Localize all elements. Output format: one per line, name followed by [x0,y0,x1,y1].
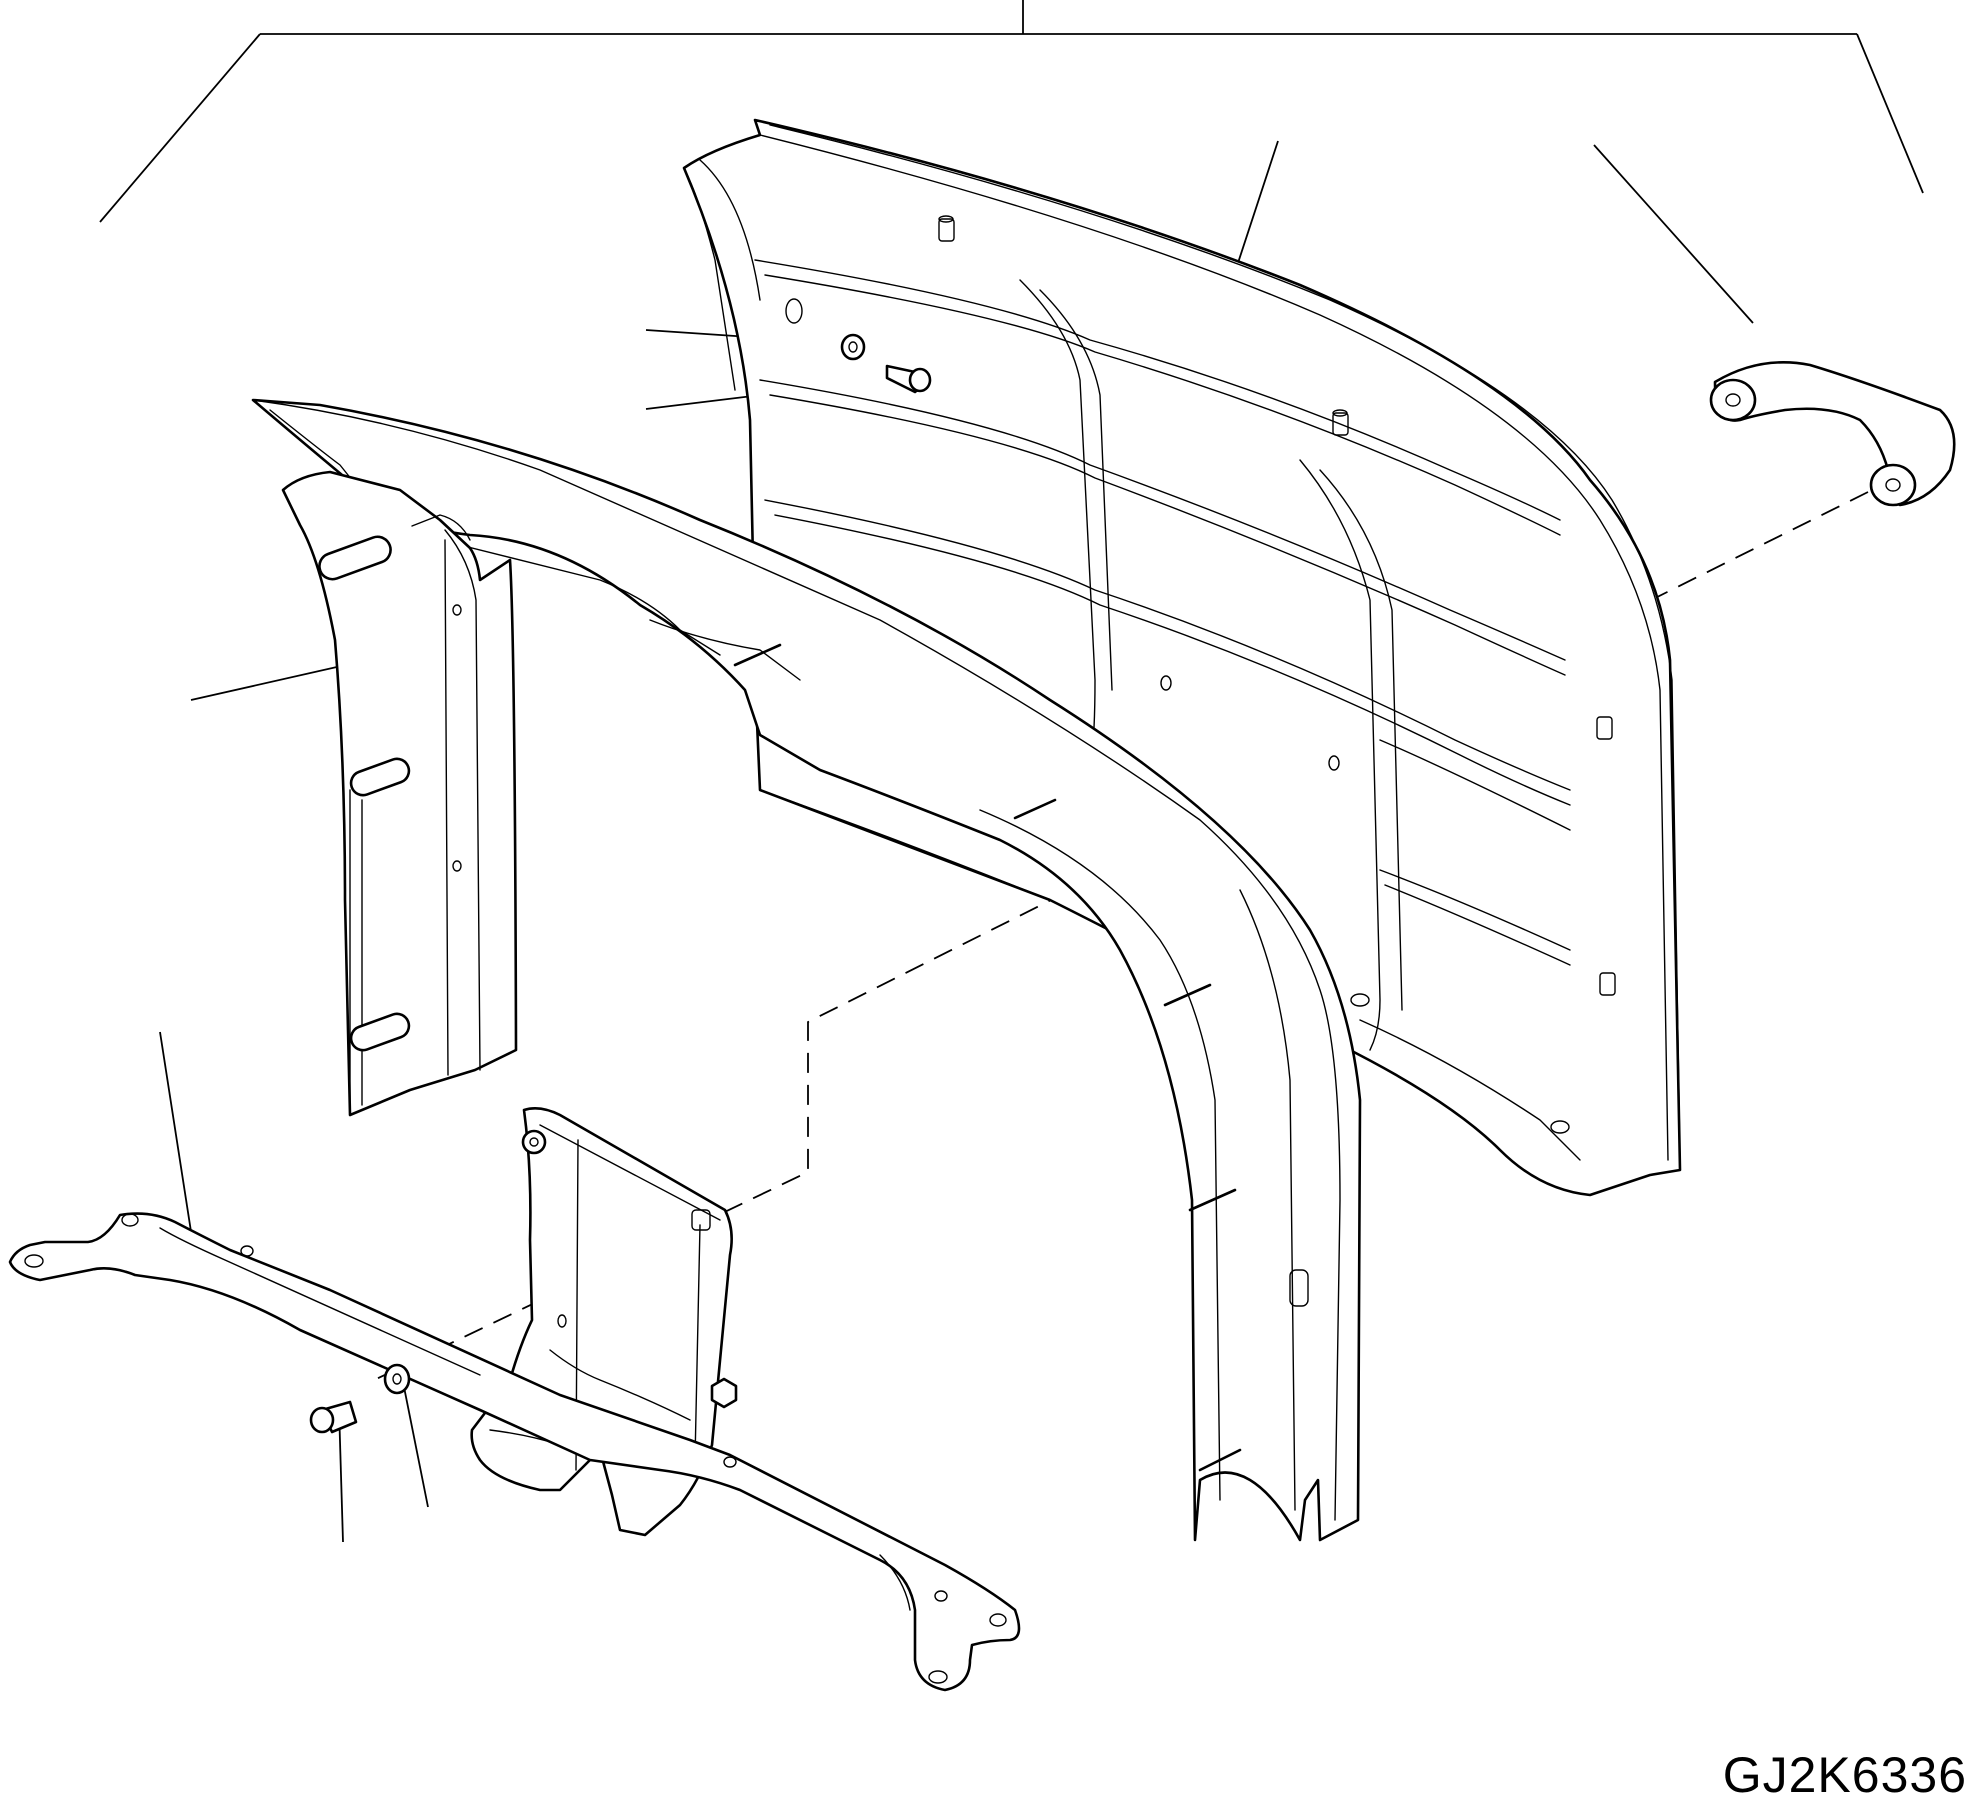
grille-frame [682,118,1682,1197]
top-fasteners [840,333,932,394]
grab-handle [1709,360,1956,507]
lower-fasteners [309,1363,411,1434]
base-rail [8,1212,1021,1692]
drawing-id-label: GJ2K6336 [1722,1747,1967,1803]
group-bracket-leaders [99,0,1924,223]
left-side-panel [281,470,518,1117]
upper-cover-panel [251,398,1362,1542]
part-leader-lines [159,140,1754,1543]
